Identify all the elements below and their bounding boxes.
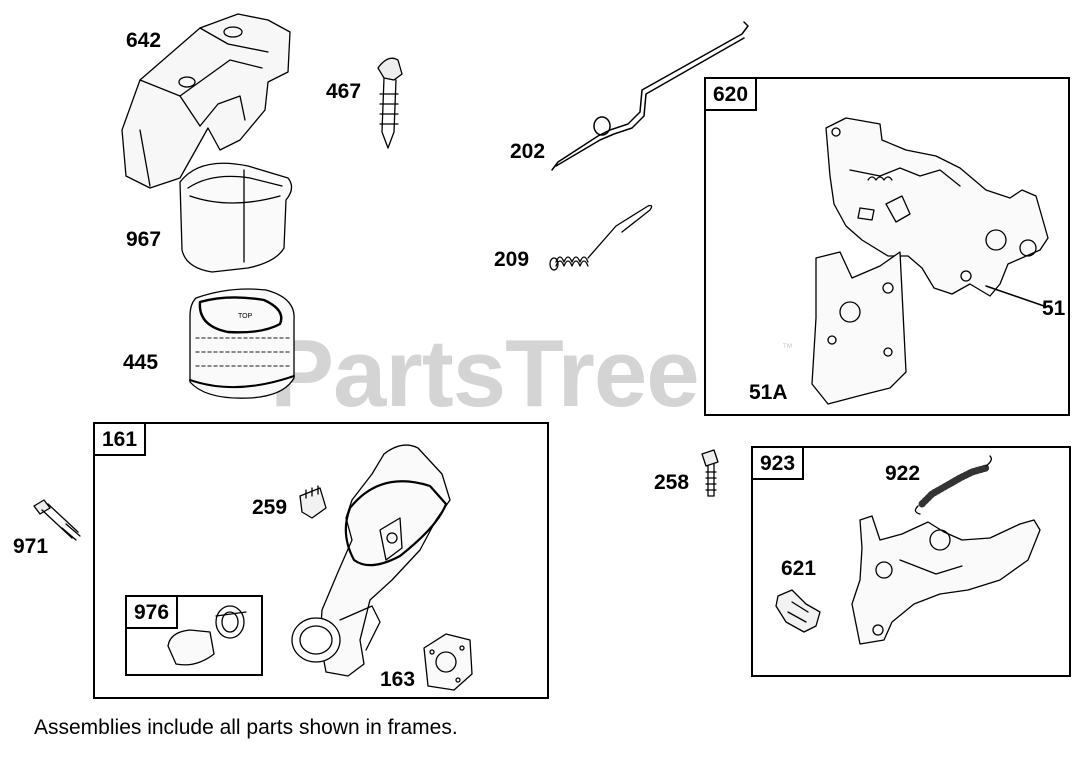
- frame-923: [751, 446, 1071, 677]
- part-label-642: 642: [126, 29, 162, 52]
- frame-976-tag: 976: [125, 595, 179, 629]
- part-label-209: 209: [494, 248, 530, 271]
- frame-620-tag: 620: [704, 77, 758, 111]
- lever-assembly-923[interactable]: [851, 515, 1041, 645]
- governor-link-202[interactable]: [551, 21, 749, 171]
- part-259[interactable]: [299, 485, 327, 519]
- screw-258[interactable]: [701, 449, 719, 497]
- part-label-467: 467: [326, 80, 362, 103]
- carburetor-body-161[interactable]: [291, 444, 451, 677]
- primer-976[interactable]: [167, 605, 247, 666]
- gasket-51a[interactable]: [811, 251, 907, 405]
- part-label-51a: 51A: [749, 381, 788, 404]
- dipstick-467[interactable]: [377, 57, 403, 149]
- frame-161: [93, 422, 549, 699]
- spring-922[interactable]: [914, 455, 992, 515]
- air-filter-445[interactable]: TOP: [189, 288, 295, 399]
- part-label-621: 621: [781, 557, 817, 580]
- frame-976: [125, 595, 263, 676]
- part-label-922: 922: [885, 462, 921, 485]
- partstree-watermark: PartsTree: [270, 320, 700, 427]
- part-label-967: 967: [126, 228, 162, 251]
- pre-cleaner-967[interactable]: [179, 162, 293, 273]
- bolt-971[interactable]: [33, 499, 81, 541]
- assembly-note: Assemblies include all parts shown in fr…: [34, 716, 458, 739]
- part-label-163: 163: [380, 668, 416, 691]
- part-label-971: 971: [13, 535, 49, 558]
- spring-209[interactable]: [549, 204, 653, 271]
- part-621[interactable]: [775, 589, 821, 633]
- frame-161-tag: 161: [93, 422, 147, 456]
- control-bracket-620[interactable]: [825, 117, 1049, 307]
- part-label-259: 259: [252, 496, 288, 519]
- part-label-258: 258: [654, 471, 690, 494]
- part-label-445: 445: [123, 351, 159, 374]
- frame-620: [704, 77, 1070, 416]
- svg-text:TOP: TOP: [238, 313, 253, 320]
- part-label-202: 202: [510, 140, 546, 163]
- gasket-163[interactable]: [423, 633, 473, 691]
- frame-923-tag: 923: [751, 446, 805, 480]
- air-cleaner-cover-642[interactable]: [121, 13, 291, 189]
- trademark-symbol: ™: [782, 342, 793, 354]
- part-label-51: 51: [1042, 297, 1066, 320]
